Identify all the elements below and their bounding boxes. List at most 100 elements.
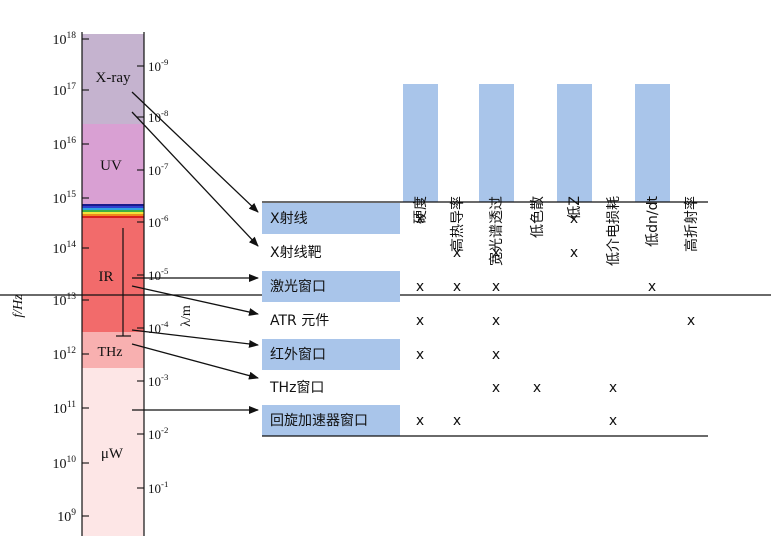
property-mark: x [492,347,500,363]
tick-base: 10 [52,294,66,309]
band-ir [82,218,144,332]
rainbow-stripe [82,204,144,206]
tick-base: 10 [148,110,161,125]
property-mark: x [570,211,578,227]
tick-base: 10 [148,163,161,178]
property-mark: x [453,245,461,261]
wavelength-tick-label: 10-6 [148,213,169,230]
tick-exponent: -7 [161,161,169,171]
application-highlight [262,405,400,436]
frequency-tick-label: 1015 [52,190,76,207]
application-label: X射线靶 [270,245,322,261]
band-label-thz: THz [98,345,123,360]
property-mark: x [416,413,424,429]
tick-base: 10 [148,268,161,283]
table-row: THz窗口 x x x [269,379,617,396]
application-label: 红外窗口 [270,346,326,363]
tick-base: 10 [148,427,161,442]
frequency-tick-label: 1012 [52,346,76,363]
property-mark: x [492,380,500,396]
tick-base: 10 [52,457,66,472]
tick-exponent: 14 [66,240,76,250]
property-highlight [403,84,438,202]
application-highlight [262,339,400,370]
tick-exponent: -4 [161,319,169,329]
tick-exponent: -6 [161,213,169,223]
rainbow-stripe [82,210,144,212]
frequency-tick-label: 109 [57,508,76,525]
property-mark: x [416,279,424,295]
frequency-axis-label: f/Hz [11,294,26,318]
property-mark: x [533,380,541,396]
frequency-tick-label: 1014 [52,240,76,257]
arrow-ir-to-atr [131,285,259,316]
connection-arrows [131,91,259,414]
tick-exponent: -5 [161,266,169,276]
tick-exponent: 18 [66,31,76,41]
frequency-tick-label: 1018 [52,31,76,48]
tick-exponent: 12 [66,346,76,356]
property-label: 宽光谱透过 [488,196,505,266]
tick-exponent: 16 [66,136,76,146]
property-mark: x [648,279,656,295]
wavelength-tick-label: 10-1 [148,479,168,496]
tick-base: 10 [53,402,67,417]
tick-exponent: 9 [71,508,76,518]
property-mark: x [687,313,695,329]
tick-exponent: -8 [161,108,169,118]
band-thz [82,332,144,368]
wavelength-tick-label: 10-5 [148,266,169,283]
frequency-tick-label: 1016 [52,136,76,153]
property-label: 低介电损耗 [606,196,622,266]
frequency-tick-label: 1017 [52,82,76,99]
tick-base: 10 [52,33,66,48]
property-highlight [635,84,670,202]
application-label: 激光窗口 [270,278,326,295]
wavelength-tick-label: 10-8 [148,108,169,125]
rainbow-stripe [82,216,144,218]
rainbow-stripe [82,206,144,208]
tick-base: 10 [148,481,161,496]
property-label: 低色散 [529,196,546,238]
spectrum-column: X-ray UV IR THz μW [82,34,144,536]
application-highlight [262,203,400,234]
arrow-thz-to-thz-window [131,343,259,380]
rainbow-stripe [82,214,144,216]
property-mark: x [492,279,500,295]
arrow-ir-to-ir-window [131,329,259,348]
band-label-uw: μW [101,446,124,462]
band-uw [82,368,144,536]
property-highlight [557,84,592,202]
rainbow-stripe [82,208,144,210]
band-label-xray: X-ray [96,70,131,86]
visible-rainbow [82,204,144,218]
application-highlight [262,271,400,302]
property-mark: x [609,380,617,396]
tick-exponent: 17 [66,82,76,92]
rainbow-stripe [82,212,144,214]
wavelength-tick-label: 10-2 [148,425,168,442]
application-label: THz窗口 [269,379,324,396]
tick-exponent: 10 [66,455,76,465]
property-mark: x [453,279,461,295]
property-mark: x [416,313,424,329]
tick-base: 10 [52,138,66,153]
tick-base: 10 [52,192,66,207]
property-mark: x [453,413,461,429]
property-mark: x [416,211,424,227]
tick-exponent: -1 [161,479,168,489]
property-label: 低dn/dt [645,195,661,246]
band-label-uv: UV [100,158,122,174]
application-label: 回旋加速器窗口 [270,412,368,429]
property-mark: x [570,245,578,261]
tick-exponent: -2 [161,425,168,435]
property-highlight [479,84,514,202]
wavelength-tick-label: 10-7 [148,161,169,178]
arrow-xray-to-xray-target [131,111,259,247]
